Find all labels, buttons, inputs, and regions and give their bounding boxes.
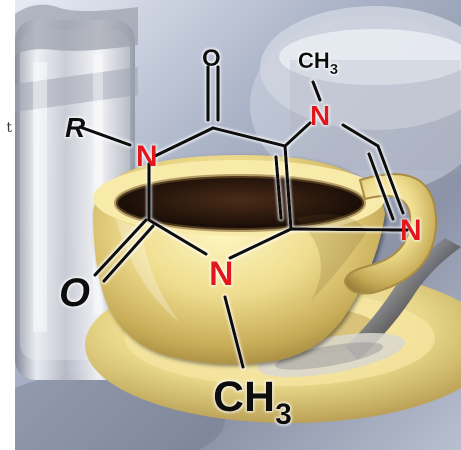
c5-to-c4-inner-bond — [274, 155, 283, 220]
n1-to-c6-bond — [153, 126, 215, 158]
c8-to-n9-bond — [376, 144, 405, 215]
top-methyl-main: CH — [298, 48, 330, 73]
spoon — [257, 238, 461, 377]
c2-to-o-left-bond — [93, 218, 148, 277]
c5-to-n7-bond — [283, 121, 312, 148]
c2-to-n3-bond — [147, 218, 208, 256]
bottom-methyl-main: CH — [213, 373, 275, 421]
c5-to-c4-outer-bond — [283, 144, 293, 231]
bottom-methyl-label: CH3 — [213, 373, 292, 431]
r-group-label: R — [65, 112, 86, 143]
c6-to-c5-bond — [211, 126, 287, 148]
n3-to-methyl-bond — [223, 295, 245, 369]
coffee-cup — [93, 155, 438, 364]
n7-to-c8-bond — [341, 123, 380, 148]
top-oxygen-label: O — [202, 45, 221, 72]
top-methyl-label: CH3 — [298, 48, 338, 78]
bottom-methyl-subscript: 3 — [275, 398, 292, 431]
r-to-n1-bond — [78, 125, 132, 147]
coffee-molecule-photo: R O O N N N N CH3 CH3 — [15, 0, 461, 450]
molecule-bonds — [78, 65, 409, 369]
n3-label: N — [209, 255, 234, 293]
n3-to-c4-bond — [228, 227, 293, 260]
left-oxygen-label: O — [59, 271, 90, 315]
background-cup — [260, 6, 461, 170]
top-methyl-subscript: 3 — [330, 61, 338, 78]
c2-to-o-right-bond — [102, 224, 155, 283]
photo-canvas: R O O N N N N CH3 CH3 — [15, 0, 461, 450]
n1-label: N — [136, 140, 158, 173]
n9-label: N — [400, 214, 422, 247]
n7-label: N — [310, 100, 330, 131]
n7-to-methyl-bond — [311, 80, 322, 102]
cropped-side-text: t — [6, 120, 12, 136]
c8-to-n9-double-bond — [367, 152, 395, 221]
caffeine-molecule-structure: R O O N N N N CH3 CH3 — [59, 45, 422, 431]
c4-to-n9-bond — [289, 227, 409, 232]
